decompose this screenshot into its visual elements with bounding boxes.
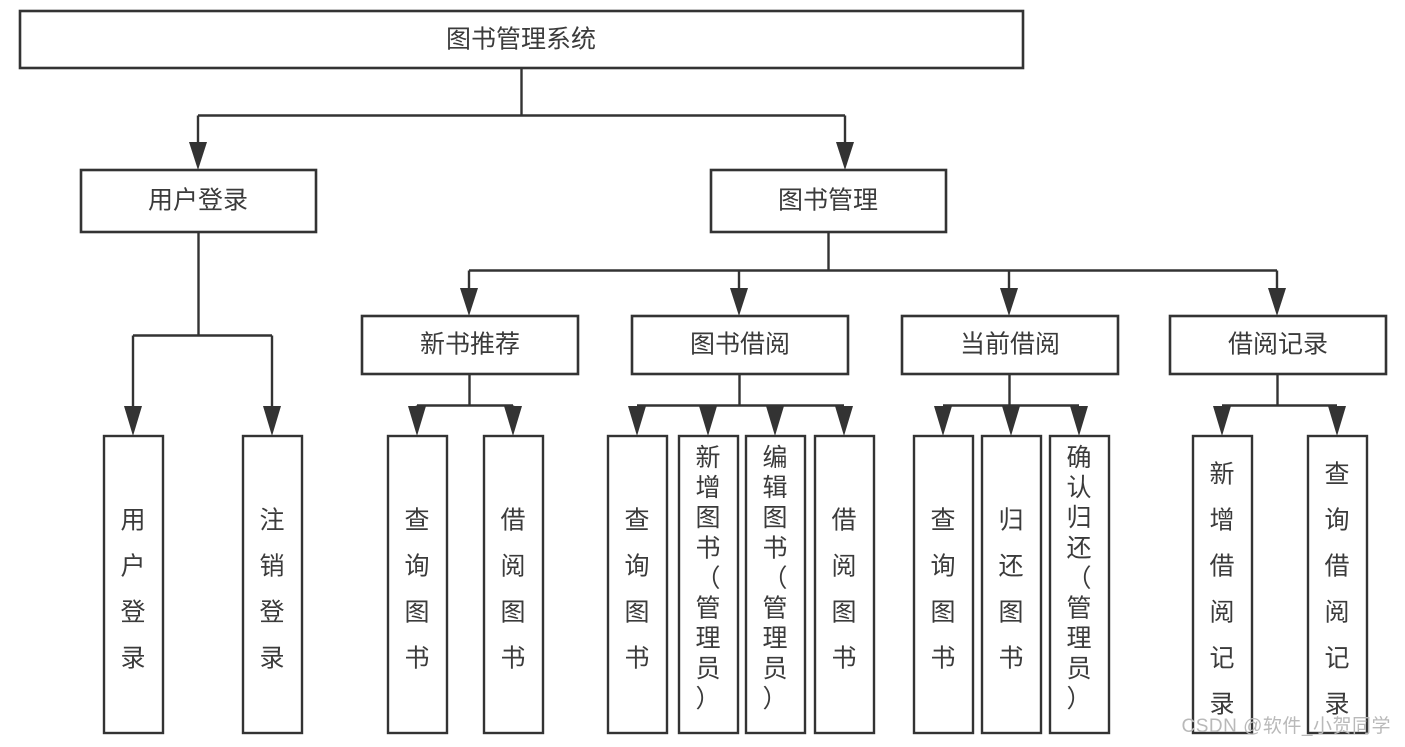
leaf-node[interactable]: 新增借阅记录 — [1191, 434, 1254, 735]
arrow-head-icon — [1268, 288, 1286, 316]
leaf-node[interactable]: 查询图书 — [386, 434, 449, 735]
arrow-head-icon — [460, 288, 478, 316]
arrow-head-icon — [699, 406, 717, 436]
arrow-head-icon — [189, 142, 207, 170]
connector-group-book-borrow — [628, 374, 853, 436]
node-user-login[interactable]: 用户登录 — [79, 168, 318, 234]
arrow-head-icon — [1328, 406, 1346, 436]
leaf-label-vertical: 注销登录 — [259, 506, 284, 672]
arrow-head-icon — [504, 406, 522, 436]
leaf-node[interactable]: 查询借阅记录 — [1306, 434, 1369, 735]
leaf-node[interactable]: 编辑图书（管理员） — [744, 434, 807, 735]
leaf-label-vertical: 查询图书 — [404, 506, 429, 672]
connector-group-borrow-record — [1213, 374, 1346, 436]
arrow-head-icon — [835, 406, 853, 436]
arrow-head-icon — [1213, 406, 1231, 436]
node-root-label: 图书管理系统 — [446, 26, 596, 54]
node-new-book-recommend-label: 新书推荐 — [420, 331, 520, 359]
leaf-label-vertical: 确认归还（管理员） — [1066, 444, 1091, 713]
leaf-node[interactable]: 借阅图书 — [813, 434, 876, 735]
node-book-manage[interactable]: 图书管理 — [709, 168, 948, 234]
leaf-node[interactable]: 查询图书 — [912, 434, 975, 735]
arrow-head-icon — [263, 406, 281, 436]
arrow-head-icon — [836, 142, 854, 170]
leaf-label-vertical: 查询图书 — [930, 506, 955, 672]
arrow-head-icon — [730, 288, 748, 316]
node-book-manage-label: 图书管理 — [778, 187, 878, 215]
leaf-label-vertical: 查询借阅记录 — [1324, 460, 1349, 718]
leaf-node[interactable]: 借阅图书 — [482, 434, 545, 735]
leaf-label-vertical: 借阅图书 — [831, 506, 856, 672]
node-new-book-recommend[interactable]: 新书推荐 — [360, 314, 580, 376]
leaf-node[interactable]: 注销登录 — [241, 434, 304, 735]
node-current-borrow[interactable]: 当前借阅 — [900, 314, 1120, 376]
watermark: CSDN @软件_小贺同学 — [1181, 716, 1391, 737]
leaf-node[interactable]: 新增图书（管理员） — [677, 434, 740, 735]
leaf-label-vertical: 归还图书 — [998, 506, 1023, 672]
leaf-node[interactable]: 归还图书 — [980, 434, 1043, 735]
connector-group-book-manage — [460, 232, 1286, 316]
leaf-label-vertical: 新增借阅记录 — [1209, 460, 1234, 718]
node-book-borrow-label: 图书借阅 — [690, 331, 790, 359]
arrow-head-icon — [1002, 406, 1020, 436]
node-user-login-label: 用户登录 — [148, 187, 248, 215]
arrow-head-icon — [934, 406, 952, 436]
leaf-label-vertical: 新增图书（管理员） — [695, 444, 720, 713]
connector-group-current-borrow — [934, 374, 1088, 436]
connector-group-root — [189, 68, 854, 170]
arrow-head-icon — [1000, 288, 1018, 316]
connector-group-new-book — [408, 374, 522, 436]
node-borrow-record[interactable]: 借阅记录 — [1168, 314, 1388, 376]
arrow-head-icon — [124, 406, 142, 436]
leaf-label-vertical: 编辑图书（管理员） — [762, 444, 787, 713]
arrow-head-icon — [408, 406, 426, 436]
node-borrow-record-label: 借阅记录 — [1228, 331, 1328, 359]
node-book-borrow[interactable]: 图书借阅 — [630, 314, 850, 376]
leaf-label-vertical: 借阅图书 — [500, 506, 525, 672]
connector-group-user-login — [124, 232, 281, 436]
leaf-node[interactable]: 用户登录 — [102, 434, 165, 735]
arrow-head-icon — [1070, 406, 1088, 436]
arrow-head-icon — [766, 406, 784, 436]
leaf-label-vertical: 用户登录 — [120, 506, 145, 672]
leaf-label-vertical: 查询图书 — [624, 506, 649, 672]
arrow-head-icon — [628, 406, 646, 436]
leaf-node[interactable]: 确认归还（管理员） — [1048, 434, 1111, 735]
leaf-node[interactable]: 查询图书 — [606, 434, 669, 735]
node-root[interactable]: 图书管理系统 — [18, 9, 1025, 70]
node-current-borrow-label: 当前借阅 — [960, 331, 1060, 359]
